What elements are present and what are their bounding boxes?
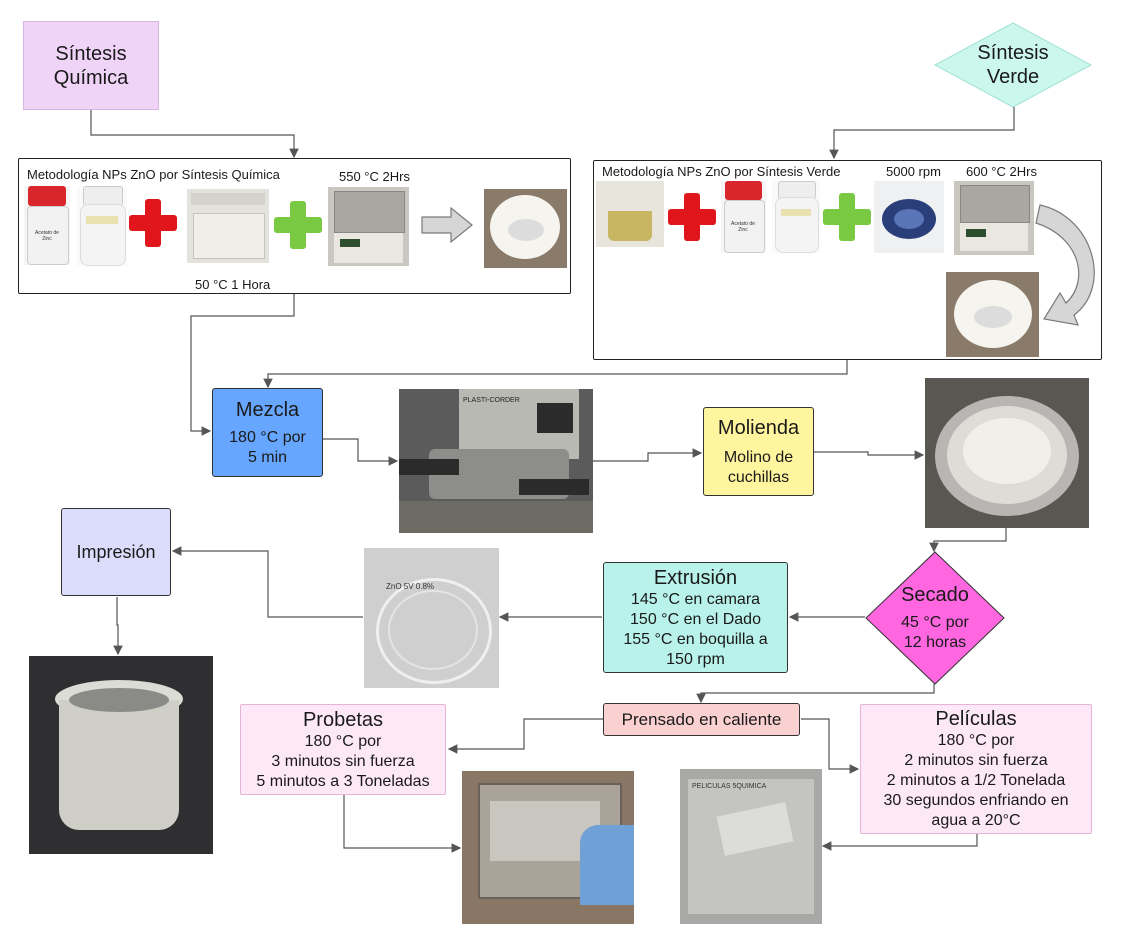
edge-filament-to-impresion — [171, 546, 363, 618]
muffle-furnace-photo — [328, 187, 409, 266]
node-mezcla-line2: 5 min — [247, 448, 288, 466]
node-sintesis-verde-line1: Síntesis — [977, 42, 1049, 64]
films-bag-label: PELICULAS 5QUIMICA — [692, 783, 767, 790]
diamond-shape — [865, 551, 1005, 685]
node-secado-line2: 12 horas — [903, 634, 967, 651]
node-prensado-en-caliente: Prensado en caliente — [603, 703, 800, 736]
plasticorder-label: PLASTI-CORDER — [463, 397, 520, 404]
node-extrusion-line1: 145 °C en camara — [630, 590, 761, 608]
node-sintesis-verde: Síntesis Verde — [934, 22, 1092, 108]
curved-arrow-icon — [1035, 204, 1095, 326]
panel-quimica-title: Metodología NPs ZnO por Síntesis Química — [27, 167, 280, 182]
edge-plasticorder-to-molienda — [593, 448, 703, 462]
node-secado-line1: 45 °C por — [901, 614, 969, 631]
edge-green-start-to-panel — [829, 107, 1015, 160]
filament-bag-label: ZnO 5V 0.8% — [386, 582, 435, 591]
water-bath-photo — [187, 189, 269, 263]
press-mold-specimens-photo — [462, 771, 634, 924]
diamond-shape — [934, 22, 1092, 108]
node-probetas-line3: 5 minutos a 3 Toneladas — [256, 772, 430, 790]
node-probetas-line1: 180 °C por — [304, 732, 382, 750]
node-peliculas: Películas 180 °C por 2 minutos sin fuerz… — [860, 704, 1092, 834]
right-arrow-icon — [421, 207, 473, 243]
node-extrusion-line4: 150 rpm — [666, 650, 725, 668]
edge-chem-start-to-panel — [90, 110, 299, 159]
edge-molienda-to-pellets — [814, 450, 925, 460]
edge-chem-panel-to-mezcla — [190, 294, 295, 436]
plus-icon-green — [274, 201, 322, 249]
node-peliculas-line2: 2 minutos sin fuerza — [904, 752, 1048, 769]
jar-label-text: Acetato de Zinc — [35, 230, 59, 242]
edge-secado-to-prensado — [696, 684, 935, 704]
node-extrusion-line3: 155 °C en boquilla a — [623, 630, 768, 648]
ground-pellets-tray-photo — [925, 378, 1089, 528]
node-molienda-line2: cuchillas — [727, 468, 790, 486]
node-peliculas-line4: 30 segundos enfriando en — [883, 792, 1069, 809]
plus-icon-green — [823, 193, 871, 241]
edge-mezcla-to-plasticorder — [322, 438, 399, 466]
edge-pellets-to-secado — [929, 528, 1007, 553]
edge-prensado-to-probetas — [447, 718, 603, 754]
muffle-furnace-photo — [954, 181, 1034, 255]
panel-verde-temp: 600 °C 2Hrs — [966, 164, 1037, 179]
jar-label-text: Acetato de Zinc — [731, 221, 755, 233]
plant-extract-beaker-photo — [596, 181, 664, 247]
zno-powder-bowl-photo — [946, 272, 1039, 357]
node-sintesis-quimica: Síntesis Química — [23, 21, 159, 110]
edge-prensado-to-peliculas — [801, 718, 860, 774]
node-extrusion-line2: 150 °C en el Dado — [630, 610, 761, 628]
node-peliculas-line1: 180 °C por — [937, 732, 1015, 749]
node-peliculas-line3: 2 minutos a 1/2 Tonelada — [886, 772, 1066, 789]
panel-sintesis-quimica: Metodología NPs ZnO por Síntesis Química… — [18, 158, 571, 294]
panel-sintesis-verde: Metodología NPs ZnO por Síntesis Verde 5… — [593, 160, 1102, 360]
white-jar-photo — [772, 181, 820, 253]
edge-peliculas-to-films — [821, 834, 978, 851]
node-sintesis-quimica-line1: Síntesis — [55, 42, 127, 65]
node-impresion-title: Impresión — [76, 542, 156, 562]
panel-quimica-temp-bottom: 50 °C 1 Hora — [195, 277, 271, 292]
edge-probetas-to-mold — [343, 794, 462, 853]
node-impresion: Impresión — [61, 508, 171, 596]
centrifuge-photo — [874, 181, 944, 253]
filament-coil-bag-photo: ZnO 5V 0.8% — [364, 548, 499, 688]
node-peliculas-title: Películas — [935, 708, 1017, 730]
node-probetas-title: Probetas — [302, 708, 384, 731]
node-sintesis-quimica-line2: Química — [53, 66, 129, 89]
node-sintesis-verde-line2: Verde — [986, 66, 1040, 88]
panel-quimica-temp-top: 550 °C 2Hrs — [339, 169, 410, 184]
plasticorder-mixer-photo: PLASTI-CORDER — [399, 389, 593, 533]
printed-cup-photo — [29, 656, 213, 854]
node-mezcla-title: Mezcla — [235, 398, 300, 421]
node-mezcla: Mezcla 180 °C por 5 min — [212, 388, 323, 477]
node-mezcla-line1: 180 °C por — [229, 428, 306, 446]
plus-icon-red — [668, 193, 716, 241]
node-secado: Secado 45 °C por 12 horas — [865, 551, 1005, 685]
zinc-acetate-jar-photo: Acetato de Zinc — [24, 186, 70, 265]
node-probetas: Probetas 180 °C por 3 minutos sin fuerza… — [240, 704, 446, 795]
node-extrusion-title: Extrusión — [653, 566, 738, 589]
pressed-films-bag-photo: PELICULAS 5QUIMICA — [680, 769, 822, 924]
edge-green-panel-to-mezcla — [263, 360, 848, 389]
zinc-acetate-jar-photo: Acetato de Zinc — [721, 181, 766, 253]
node-molienda-title: Molienda — [717, 416, 800, 439]
edge-impresion-to-cup — [113, 597, 123, 656]
node-extrusion: Extrusión 145 °C en camara 150 °C en el … — [603, 562, 788, 673]
node-prensado-title: Prensado en caliente — [621, 709, 782, 729]
white-jar-photo — [77, 186, 127, 266]
node-peliculas-line5: agua a 20°C — [931, 812, 1021, 829]
plus-icon-red — [129, 199, 177, 247]
node-secado-title: Secado — [901, 584, 969, 606]
node-molienda-line1: Molino de — [723, 448, 794, 466]
zno-powder-bowl-photo — [484, 189, 567, 268]
node-molienda: Molienda Molino de cuchillas — [703, 407, 814, 496]
panel-verde-title: Metodología NPs ZnO por Síntesis Verde — [602, 164, 841, 179]
panel-verde-rpm: 5000 rpm — [886, 164, 941, 179]
node-probetas-line2: 3 minutos sin fuerza — [271, 752, 415, 770]
